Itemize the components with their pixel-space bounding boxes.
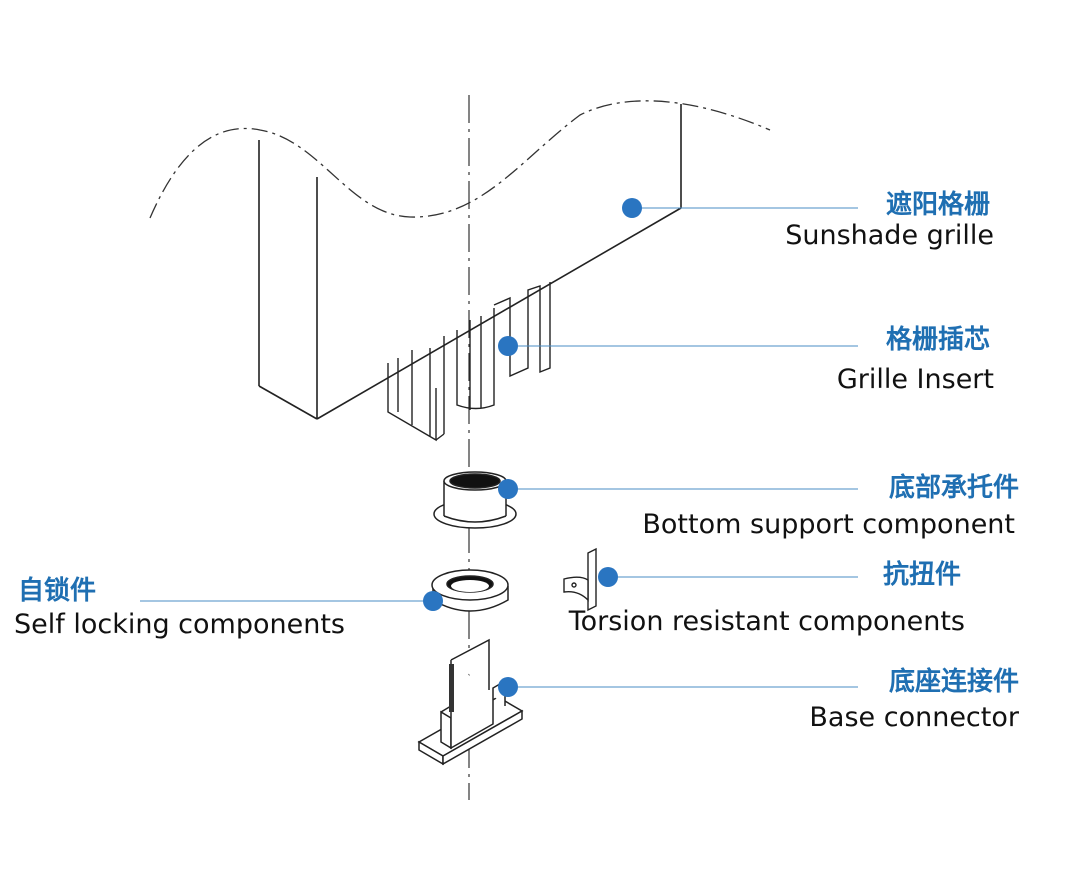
label-grille-insert-zh: 格栅插芯	[885, 325, 990, 355]
dot-insert	[498, 336, 518, 356]
dot-bottom-support	[498, 479, 518, 499]
dot-sunshade	[622, 198, 642, 218]
label-base-connector-zh: 底座连接件	[888, 667, 1019, 697]
grille-insert-part	[387, 282, 551, 442]
label-torsion-resistant-en: Torsion resistant components	[568, 606, 965, 637]
callout-dots	[423, 198, 642, 697]
label-sunshade-grille-zh: 遮阳格栅	[885, 190, 990, 220]
label-torsion-resistant-zh: 抗扭件	[882, 560, 961, 590]
label-sunshade-grille-en: Sunshade grille	[785, 220, 994, 251]
dot-base	[498, 677, 518, 697]
dot-torsion	[598, 567, 618, 587]
leader-lines	[140, 207, 858, 688]
torsion-resistant-part	[563, 547, 597, 612]
break-line	[149, 100, 771, 219]
label-self-locking-zh: 自锁件	[18, 576, 97, 606]
label-base-connector-en: Base connector	[809, 702, 1019, 733]
label-grille-insert-en: Grille Insert	[836, 364, 994, 395]
label-bottom-support-en: Bottom support component	[642, 509, 1015, 540]
label-self-locking-en: Self locking components	[14, 609, 345, 640]
self-locking-part	[431, 569, 509, 612]
dot-self-locking	[423, 591, 443, 611]
sunshade-grille-body	[258, 104, 682, 420]
label-bottom-support-zh: 底部承托件	[888, 473, 1019, 503]
base-connector-part	[417, 638, 524, 766]
